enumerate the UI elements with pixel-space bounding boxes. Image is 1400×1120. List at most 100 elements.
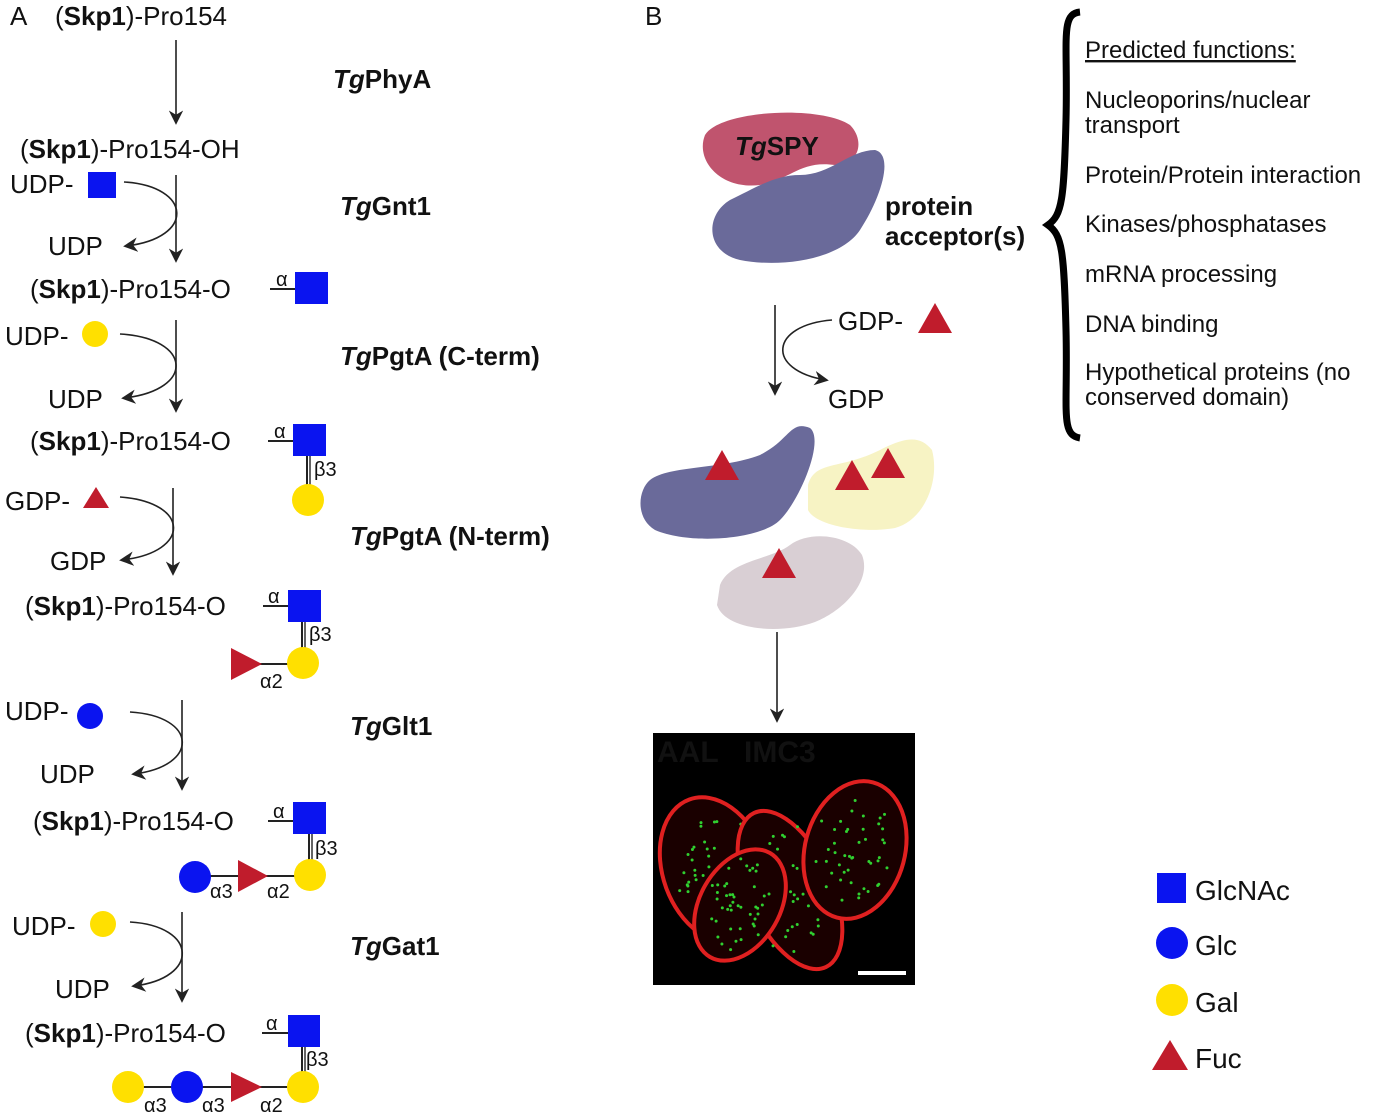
linkage-label: β3 bbox=[309, 624, 332, 646]
aal-puncta bbox=[771, 834, 775, 838]
aal-puncta bbox=[729, 908, 733, 912]
fuc-triangle-icon bbox=[231, 648, 262, 680]
aal-puncta bbox=[782, 835, 786, 839]
aal-puncta bbox=[849, 881, 853, 885]
fuc-triangle-icon bbox=[83, 487, 109, 508]
product-pentasaccharide: (Skp1)-Pro154-O bbox=[25, 1018, 226, 1048]
functions-title: Predicted functions: bbox=[1085, 37, 1296, 64]
aal-puncta bbox=[846, 827, 850, 831]
aal-puncta bbox=[869, 861, 873, 865]
acceptor-label-2: acceptor(s) bbox=[885, 221, 1025, 251]
aal-puncta bbox=[877, 856, 881, 860]
aal-puncta bbox=[839, 819, 843, 823]
aal-puncta bbox=[816, 924, 820, 928]
aal-puncta bbox=[755, 863, 759, 867]
aal-puncta bbox=[715, 820, 719, 824]
aal-puncta bbox=[791, 864, 795, 868]
aal-puncta bbox=[833, 851, 837, 855]
aal-puncta bbox=[716, 935, 720, 939]
released-label: GDP bbox=[50, 546, 106, 576]
aal-puncta bbox=[846, 868, 850, 872]
glc-circle-icon bbox=[77, 703, 103, 729]
function-item: DNA binding bbox=[1085, 311, 1218, 338]
substrate-label: (Skp1)-Pro154 bbox=[55, 1, 227, 31]
aal-puncta bbox=[806, 904, 810, 908]
aal-puncta bbox=[784, 935, 788, 939]
aal-puncta bbox=[690, 848, 694, 852]
linkage-label: α2 bbox=[260, 671, 283, 693]
aal-puncta bbox=[795, 825, 799, 829]
spy-enzyme-blob bbox=[702, 112, 859, 186]
linkage-label: α bbox=[266, 1013, 278, 1035]
aal-puncta bbox=[703, 840, 707, 844]
legend: GlcNAc Glc Gal Fuc bbox=[1152, 873, 1290, 1074]
aal-puncta bbox=[753, 917, 757, 921]
fuc-triangle-icon bbox=[238, 860, 268, 892]
released-label: UDP bbox=[48, 231, 103, 261]
aal-puncta bbox=[857, 896, 861, 900]
panel-b-label: B bbox=[645, 1, 662, 31]
linkage-label: α3 bbox=[202, 1095, 225, 1117]
stain-label-aal: AAL bbox=[657, 736, 719, 769]
aal-puncta bbox=[791, 899, 795, 903]
aal-puncta bbox=[885, 866, 889, 870]
aal-puncta bbox=[795, 866, 799, 870]
aal-puncta bbox=[751, 922, 755, 926]
panel-a-label: A bbox=[10, 1, 28, 31]
aal-puncta bbox=[694, 878, 698, 882]
aal-puncta bbox=[786, 929, 790, 933]
legend-gal-circle-icon bbox=[1156, 984, 1188, 1016]
aal-puncta bbox=[739, 905, 743, 909]
glc-circle-icon bbox=[179, 861, 211, 893]
fucosylated-protein-blob bbox=[640, 426, 815, 539]
aal-puncta bbox=[789, 890, 793, 894]
aal-puncta bbox=[792, 893, 796, 897]
glcnac-square-icon bbox=[293, 424, 326, 456]
aal-puncta bbox=[826, 847, 830, 851]
aal-puncta bbox=[748, 868, 752, 872]
product-hydroxyproline: (Skp1)-Pro154-OH bbox=[20, 134, 240, 164]
acceptor-label-1: protein bbox=[885, 191, 973, 221]
legend-label: GlcNAc bbox=[1195, 875, 1290, 906]
fuc-triangle-icon bbox=[231, 1072, 262, 1102]
linkage-label: α bbox=[276, 269, 288, 291]
aal-puncta bbox=[883, 812, 887, 816]
aal-puncta bbox=[754, 905, 758, 909]
aal-puncta bbox=[863, 837, 867, 841]
fucosylated-protein-blob bbox=[717, 536, 865, 629]
aal-puncta bbox=[701, 874, 705, 878]
aal-puncta bbox=[832, 841, 836, 845]
aal-puncta bbox=[693, 873, 697, 877]
aal-puncta bbox=[710, 883, 714, 887]
enzyme-label-gnt1: TgGnt1 bbox=[340, 191, 431, 221]
protein-acceptor-blob bbox=[712, 150, 885, 263]
glcnac-square-icon bbox=[88, 172, 116, 198]
function-item: Kinases/phosphatases bbox=[1085, 211, 1327, 238]
legend-glc-circle-icon bbox=[1156, 927, 1188, 959]
linkage-label: α3 bbox=[144, 1095, 167, 1117]
enzyme-label-glt1: TgGlt1 bbox=[350, 711, 432, 741]
aal-puncta bbox=[728, 893, 732, 897]
aal-puncta bbox=[796, 897, 800, 901]
aal-puncta bbox=[767, 892, 771, 896]
linkage-label: α bbox=[273, 801, 285, 823]
aal-puncta bbox=[882, 841, 886, 845]
gal-circle-icon bbox=[287, 647, 319, 679]
fuc-triangle-icon bbox=[871, 448, 905, 478]
aal-puncta bbox=[853, 798, 857, 802]
linkage-label: β3 bbox=[306, 1049, 329, 1071]
aal-puncta bbox=[820, 819, 824, 823]
aal-puncta bbox=[699, 824, 703, 828]
aal-puncta bbox=[776, 847, 780, 851]
linkage-label: α bbox=[268, 586, 280, 608]
aal-puncta bbox=[723, 884, 727, 888]
donor-curved-arrow bbox=[129, 711, 184, 780]
aal-puncta bbox=[739, 857, 743, 861]
aal-puncta bbox=[847, 854, 851, 858]
aal-puncta bbox=[760, 903, 764, 907]
aal-puncta bbox=[678, 889, 682, 893]
released-label: GDP bbox=[828, 384, 884, 414]
enzyme-label-gat1: TgGat1 bbox=[350, 931, 440, 961]
aal-puncta bbox=[877, 822, 881, 826]
